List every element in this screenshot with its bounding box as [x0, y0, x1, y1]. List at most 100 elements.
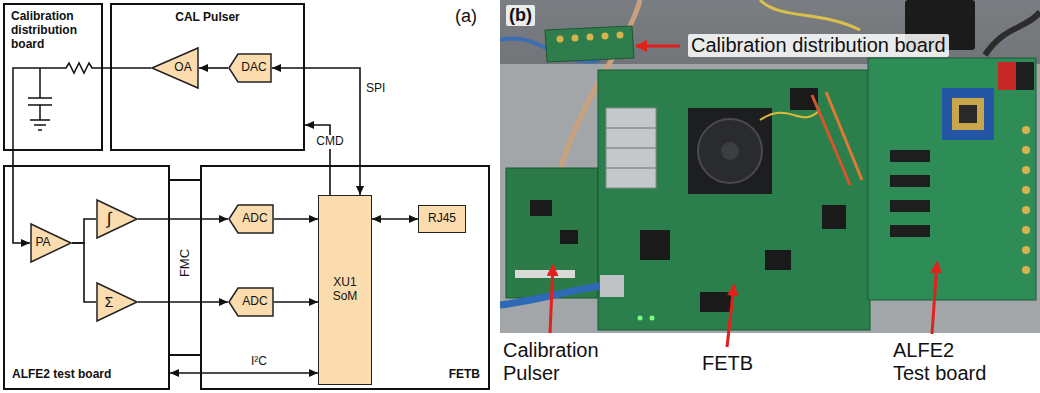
node-label: PA	[35, 236, 50, 250]
chip-socket	[942, 88, 994, 140]
capacitor-symbol	[28, 68, 52, 130]
chip	[530, 200, 552, 216]
sma-connector	[1022, 266, 1030, 274]
connector-outline	[170, 180, 200, 355]
pulser-module-box: CAL PulserOA DAC	[110, 3, 305, 151]
node-label: ALFE2 test board	[12, 368, 111, 382]
signal-name: I²C	[251, 355, 267, 369]
ethernet-jack	[600, 275, 624, 297]
cable	[985, 12, 1040, 55]
label-holder: ALFE2 Test board	[893, 339, 993, 385]
shape-outline	[229, 54, 271, 82]
label-holder: Calibration distribution board	[688, 34, 949, 57]
shape-outline	[229, 205, 273, 233]
amplifier-triangle: OA	[151, 47, 199, 89]
signal-label-holder: CMD	[314, 135, 345, 149]
chip	[640, 230, 670, 260]
node-label: CAL Pulser	[175, 11, 239, 25]
node-label: XU1 SoM	[333, 276, 358, 304]
sma-connector	[1022, 166, 1030, 174]
test-board-photo	[868, 58, 1036, 300]
sma-connector	[1022, 206, 1030, 214]
sma-connector	[1022, 146, 1030, 154]
leader-arrow	[727, 285, 734, 347]
photo-callout: Calibration Pulser	[503, 339, 633, 385]
chip	[822, 205, 846, 229]
photo-callout: ALFE2 Test board	[893, 339, 993, 385]
chip	[765, 250, 791, 270]
chip	[890, 175, 930, 187]
summing-triangle: Σ	[96, 282, 138, 322]
shape-outline	[31, 224, 71, 262]
chip	[700, 292, 732, 312]
signal-line	[170, 372, 318, 374]
node-label: ADC	[242, 212, 267, 226]
fan-wire	[760, 110, 820, 120]
signal-name: SPI	[366, 82, 385, 96]
status-led	[650, 316, 655, 321]
amplifier-triangle: PA	[30, 223, 72, 263]
sma-connector	[557, 36, 564, 43]
node-label: DAC	[241, 61, 266, 75]
integrator-triangle: ∫	[96, 199, 138, 239]
signal-line	[274, 218, 318, 220]
signal-line	[72, 219, 96, 243]
node-label: ADC	[242, 295, 267, 309]
signal-line	[138, 301, 228, 303]
photo-callout: FETB	[702, 352, 753, 375]
chip	[890, 150, 930, 162]
signal-line	[372, 218, 418, 220]
chip	[890, 200, 930, 212]
processor-box: XU1 SoM	[318, 195, 372, 385]
shape-outline	[97, 200, 137, 238]
photo-background	[500, 0, 1040, 333]
sfp-divider	[606, 128, 656, 168]
signal-name: CMD	[314, 135, 345, 149]
carrier-board-box: FETB ADC ADC XU1 SoM RJ45	[200, 165, 490, 390]
node-label: Σ	[105, 294, 114, 310]
ribbon-wire	[826, 92, 862, 180]
power-connector	[1016, 62, 1034, 90]
chip	[959, 105, 977, 123]
sma-connector	[1022, 186, 1030, 194]
node-label: OA	[174, 61, 191, 75]
node-label: FETB	[449, 368, 480, 382]
shape-outline	[96, 282, 138, 322]
leader-arrow	[550, 265, 553, 333]
test-board-box: ALFE2 test board PA ∫ Σ	[3, 165, 170, 390]
panel-letter: (b)	[506, 5, 535, 26]
node-label: Calibration distribution board	[11, 10, 95, 51]
converter-pentagon: DAC	[228, 53, 272, 83]
cable	[760, 0, 860, 30]
label-holder: FMC	[185, 260, 213, 278]
leader-arrow	[636, 45, 680, 48]
photo-callout: Calibration distribution board	[688, 34, 949, 57]
sma-connector	[602, 33, 609, 40]
connector-box: RJ45	[418, 205, 466, 233]
distribution-board-box: Calibration distribution board	[3, 3, 103, 151]
signal-line	[272, 68, 360, 195]
chip	[890, 225, 930, 237]
node-label: ∫	[107, 209, 112, 229]
signal-line	[72, 243, 96, 302]
node-label: RJ45	[428, 212, 456, 226]
signal-line	[138, 218, 228, 220]
sma-connector	[617, 32, 624, 39]
resistor-symbol	[13, 63, 103, 151]
sfp-cage	[606, 108, 656, 188]
shape-outline	[97, 283, 137, 321]
signal-label-holder: I²C	[251, 355, 267, 369]
pin-header	[515, 270, 575, 278]
sma-connector	[1022, 246, 1030, 254]
heatsink	[688, 108, 772, 194]
label-holder: FETB	[702, 352, 753, 375]
panel-letter: (a)	[455, 6, 477, 27]
signal-label-holder: SPI	[366, 82, 385, 96]
fan	[698, 119, 762, 183]
sma-connector	[587, 34, 594, 41]
shape-outline	[152, 48, 198, 88]
